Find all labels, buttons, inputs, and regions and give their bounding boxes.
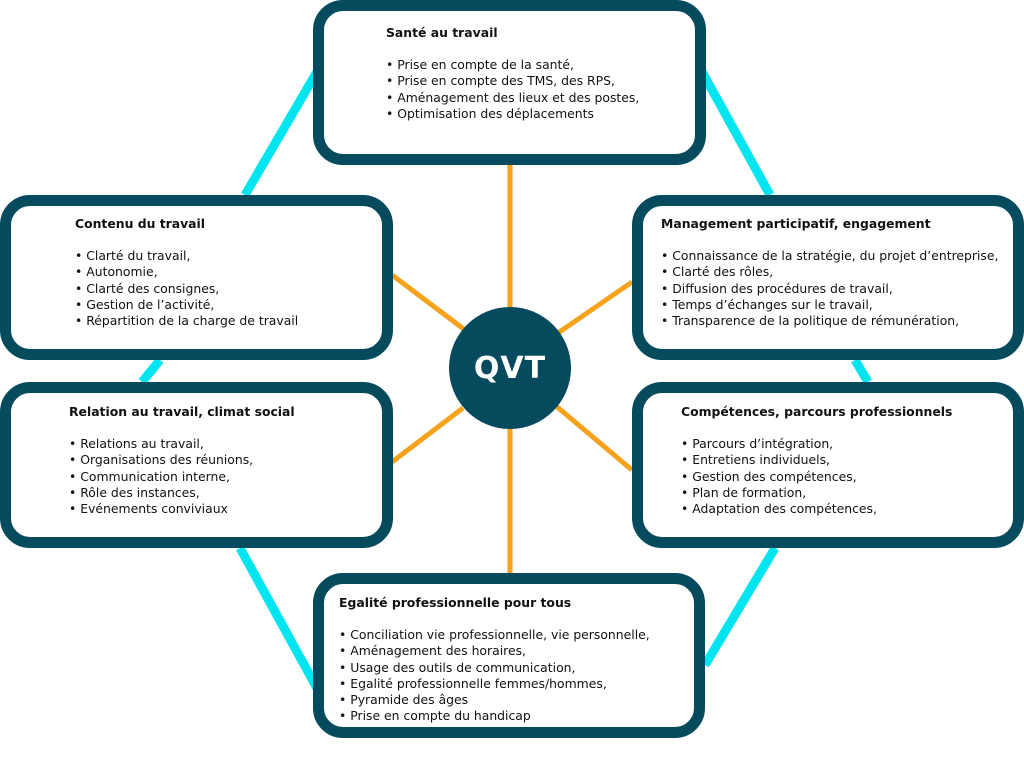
spokes [390, 165, 634, 573]
box-title: Santé au travail [386, 25, 498, 40]
list-item: Conciliation vie professionnelle, vie pe… [339, 627, 684, 643]
list-item: Organisations des réunions, [69, 452, 372, 468]
list-item: Prise en compte du handicap [339, 708, 684, 724]
box-competences-parcours: Compétences, parcours professionnels Par… [632, 382, 1024, 548]
list-item: Parcours d’intégration, [681, 436, 1003, 452]
list-item: Usage des outils de communication, [339, 660, 684, 676]
list-item: Prise en compte de la santé, [386, 57, 655, 73]
hexagon-outline [138, 65, 872, 693]
list-item: Clarté des consignes, [75, 281, 362, 297]
list-item: Relations au travail, [69, 436, 372, 452]
box-items: Prise en compte de la santé, Prise en co… [386, 57, 655, 122]
list-item: Autonomie, [75, 264, 362, 280]
list-item: Connaissance de la stratégie, du projet … [661, 248, 1003, 264]
list-item: Transparence de la politique de rémunéra… [661, 313, 1003, 329]
box-sante-au-travail: Santé au travail Prise en compte de la s… [313, 0, 706, 165]
box-title: Egalité professionnelle pour tous [339, 595, 572, 610]
box-contenu-du-travail: Contenu du travail Clarté du travail, Au… [0, 195, 393, 360]
list-item: Pyramide des âges [339, 692, 684, 708]
list-item: Clarté du travail, [75, 248, 362, 264]
center-circle-qvt: QVT [449, 307, 571, 429]
box-egalite-professionnelle: Egalité professionnelle pour tous Concil… [313, 573, 705, 738]
list-item: Optimisation des déplacements [386, 106, 655, 122]
list-item: Rôle des instances, [69, 485, 372, 501]
list-item: Plan de formation, [681, 485, 1003, 501]
box-items: Connaissance de la stratégie, du projet … [661, 248, 1003, 329]
list-item: Aménagement des horaires, [339, 643, 684, 659]
list-item: Prise en compte des TMS, des RPS, [386, 73, 655, 89]
list-item: Adaptation des compétences, [681, 501, 1003, 517]
box-title: Compétences, parcours professionnels [681, 404, 953, 419]
list-item: Gestion des compétences, [681, 469, 1003, 485]
box-items: Conciliation vie professionnelle, vie pe… [339, 627, 684, 724]
box-title: Contenu du travail [75, 216, 206, 231]
list-item: Evénements conviviaux [69, 501, 372, 517]
list-item: Aménagement des lieux et des postes, [386, 90, 655, 106]
list-item: Entretiens individuels, [681, 452, 1003, 468]
list-item: Temps d’échanges sur le travail, [661, 297, 1003, 313]
list-item: Répartition de la charge de travail [75, 313, 362, 329]
list-item: Clarté des rôles, [661, 264, 1003, 280]
box-items: Clarté du travail, Autonomie, Clarté des… [75, 248, 362, 329]
list-item: Diffusion des procédures de travail, [661, 281, 1003, 297]
list-item: Egalité professionnelle femmes/hommes, [339, 676, 684, 692]
box-items: Relations au travail, Organisations des … [69, 436, 372, 517]
box-items: Parcours d’intégration, Entretiens indiv… [681, 436, 1003, 517]
box-relation-au-travail: Relation au travail, climat social Relat… [0, 382, 393, 548]
list-item: Gestion de l’activité, [75, 297, 362, 313]
box-title: Management participatif, engagement [661, 216, 931, 231]
box-title: Relation au travail, climat social [69, 404, 295, 419]
list-item: Communication interne, [69, 469, 372, 485]
center-label: QVT [473, 350, 547, 386]
box-management-participatif: Management participatif, engagement Conn… [632, 195, 1024, 360]
